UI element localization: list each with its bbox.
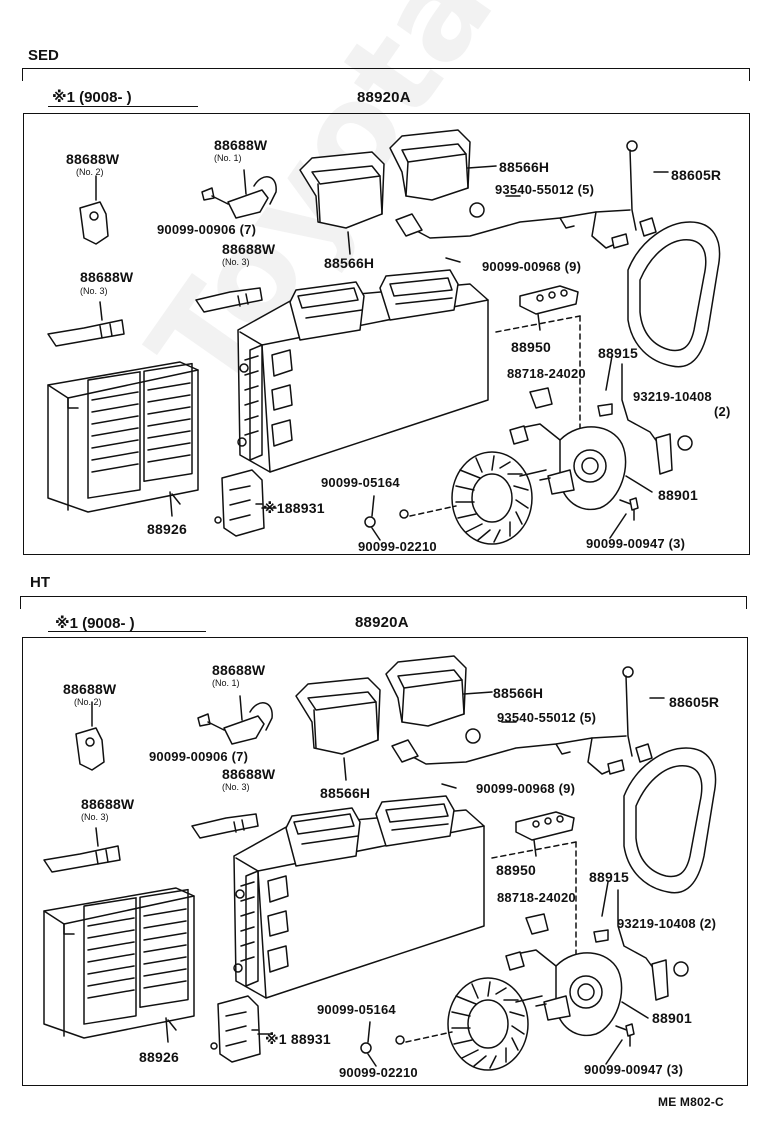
part-88688w-no1-sub: (No. 1) [214,153,242,163]
part-88718-24020: 88718-24020 [497,890,576,905]
part-90099-00947: 90099-00947 (3) [586,536,686,551]
serial-note-underline [48,106,198,107]
part-88688w-no2: 88688W [63,681,117,697]
part-90099-02210: 90099-02210 [358,539,437,554]
part-88688w-no3-a-sub: (No. 3) [222,782,250,792]
diagram-code: ME M802-C [658,1095,724,1109]
section-title: HT [30,574,50,591]
part-88901: 88901 [652,1010,692,1026]
part-88566h-left: 88566H [324,255,375,271]
serial-note: ※1 (9008- ) [52,89,132,106]
part-93219-10408-qty: (2) [714,404,731,419]
part-88950: 88950 [511,339,551,355]
part-88688w-no1-sub: (No. 1) [212,678,240,688]
part-93219-10408: 93219-10408 [633,389,712,404]
part-88926: 88926 [147,521,187,537]
part-90099-00968: 90099-00968 (9) [476,781,576,796]
part-88688w-no3-b-sub: (No. 3) [80,286,108,296]
part-88901: 88901 [658,487,698,503]
part-88931: ※188931 [263,500,325,516]
assembly-box [23,113,750,555]
assembly-number: 88920A [355,614,409,631]
section-outer-frame [20,596,747,609]
part-90099-00968: 90099-00968 (9) [482,259,582,274]
part-88688w-no3-b: 88688W [80,269,134,285]
part-88688w-no2-sub: (No. 2) [74,697,102,707]
part-88926: 88926 [139,1049,179,1065]
serial-note-underline [48,631,206,632]
part-88566h-right: 88566H [499,159,550,175]
part-90099-02210: 90099-02210 [339,1065,418,1080]
part-88688w-no2-sub: (No. 2) [76,167,104,177]
part-93540-55012: 93540-55012 (5) [497,710,597,725]
serial-note: ※1 (9008- ) [55,615,135,632]
part-88688w-no1: 88688W [214,137,268,153]
part-90099-05164: 90099-05164 [317,1002,396,1017]
part-88605r: 88605R [671,167,722,183]
part-88688w-no3-b-sub: (No. 3) [81,812,109,822]
part-88566h-right: 88566H [493,685,544,701]
part-88931: ※1 88931 [265,1031,331,1047]
part-88915: 88915 [589,869,629,885]
part-88718-24020: 88718-24020 [507,366,586,381]
section-title: SED [28,47,59,64]
part-90099-00906: 90099-00906 (7) [149,749,249,764]
part-88915: 88915 [598,345,638,361]
part-88688w-no3-a-sub: (No. 3) [222,257,250,267]
part-88566h-left: 88566H [320,785,371,801]
section-outer-frame [22,68,750,81]
part-93219-10408: 93219-10408 (2) [617,916,717,931]
part-90099-05164: 90099-05164 [321,475,400,490]
part-88688w-no3-a: 88688W [222,766,276,782]
part-88688w-no3-a: 88688W [222,241,276,257]
assembly-box [22,637,748,1086]
part-88605r: 88605R [669,694,720,710]
part-88688w-no3-b: 88688W [81,796,135,812]
part-90099-00947: 90099-00947 (3) [584,1062,684,1077]
assembly-number: 88920A [357,89,411,106]
part-90099-00906: 90099-00906 (7) [157,222,257,237]
part-93540-55012: 93540-55012 (5) [495,182,595,197]
part-88688w-no1: 88688W [212,662,266,678]
part-88688w-no2: 88688W [66,151,120,167]
part-88950: 88950 [496,862,536,878]
